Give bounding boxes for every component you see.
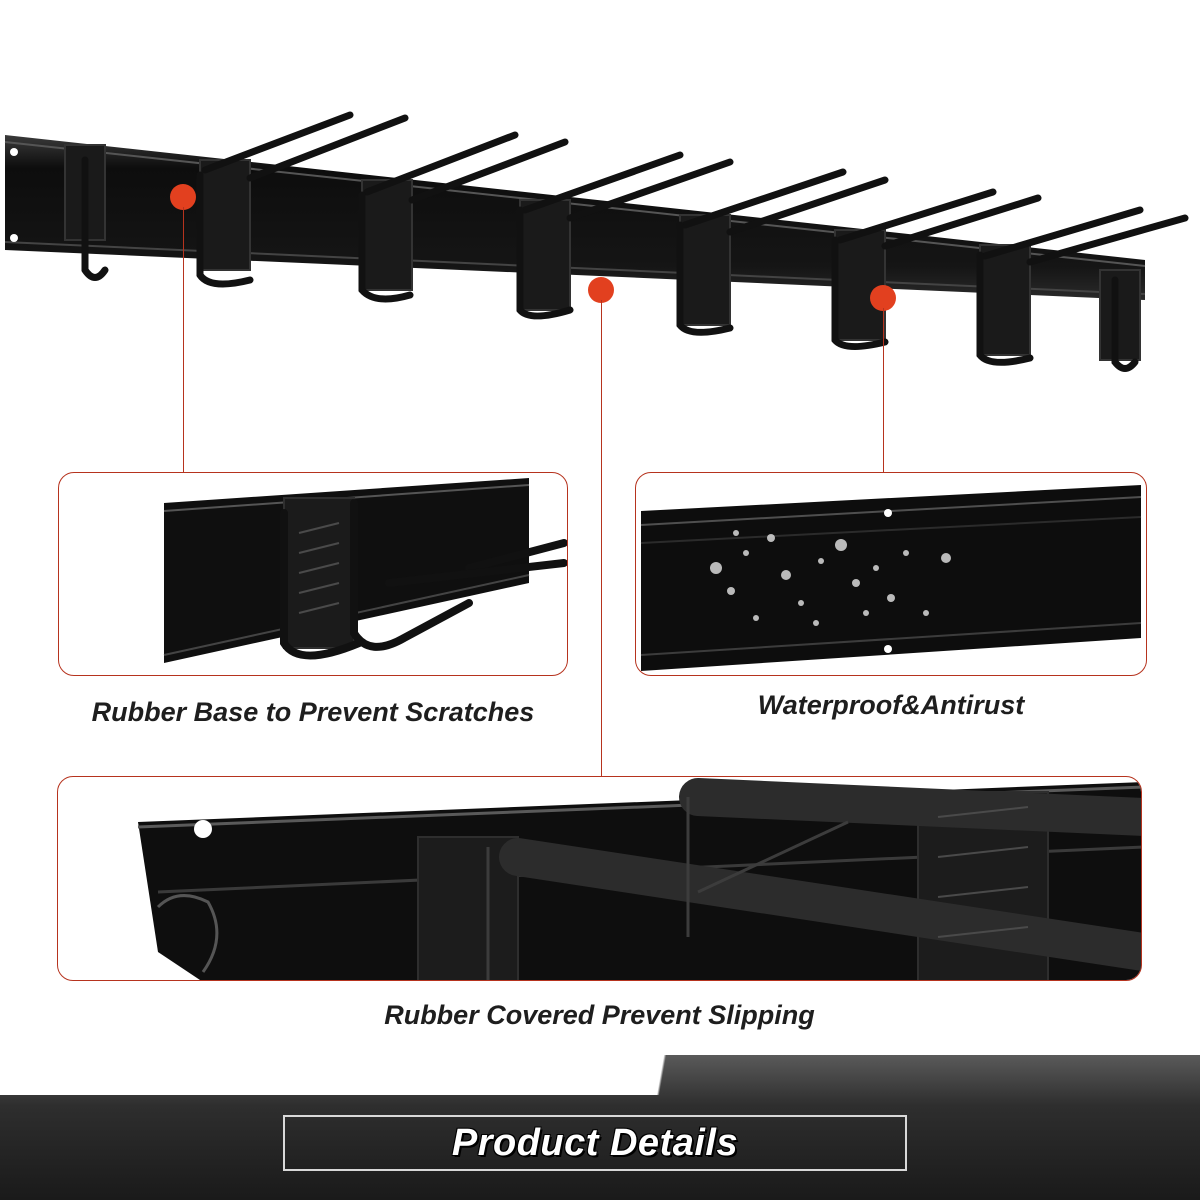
- footer-wedge: [0, 1055, 1200, 1095]
- connector-line-middle: [601, 300, 602, 776]
- callout-rubber-covered: [57, 776, 1142, 981]
- product-image-rack: [4, 111, 1189, 372]
- connector-line-left: [183, 207, 184, 473]
- caption-rubber-covered: Rubber Covered Prevent Slipping: [384, 1000, 815, 1030]
- callout-waterproof: [635, 472, 1147, 676]
- callout-rubber-base: [58, 472, 568, 676]
- closeup-rubber-covered-image: [137, 778, 1141, 980]
- footer-banner: [0, 1055, 1200, 1200]
- closeup-waterproof-image: [640, 485, 1142, 671]
- closeup-rubber-base-image: [163, 478, 567, 663]
- footer-title: Product Details: [451, 1121, 739, 1164]
- connector-line-right: [883, 308, 884, 473]
- caption-waterproof: Waterproof&Antirust: [757, 690, 1025, 720]
- footer-title-box: Product Details: [283, 1115, 907, 1171]
- caption-rubber-base: Rubber Base to Prevent Scratches: [91, 697, 535, 727]
